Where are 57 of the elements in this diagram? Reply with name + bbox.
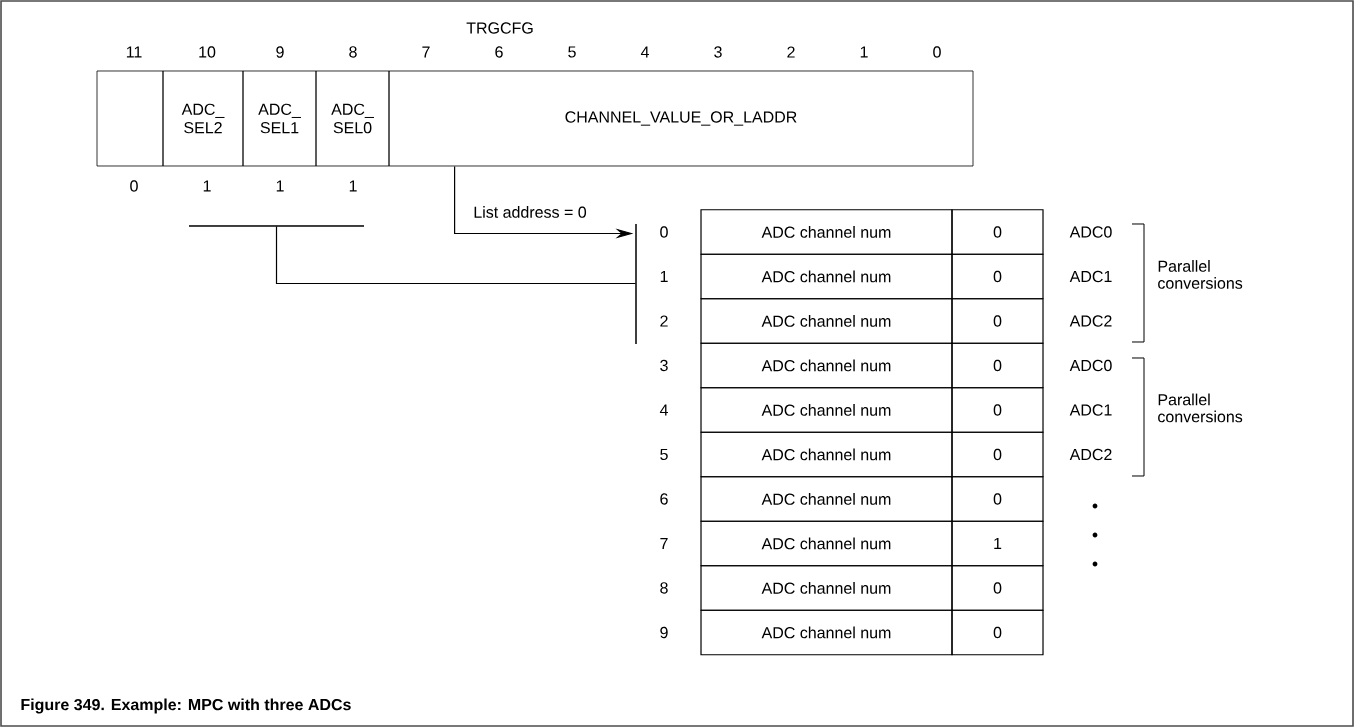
row-index: 8 [660, 582, 668, 594]
register-field: ADC_ SEL0 [315, 70, 390, 167]
table-cell: ADC channel num [700, 565, 953, 611]
bit-number: 11 [126, 46, 142, 58]
table-cell: 0 [951, 298, 1044, 344]
bit-value: 0 [130, 180, 138, 192]
table-cell: 0 [951, 342, 1044, 389]
connector [275, 225, 637, 285]
group-label: Parallel conversions [1158, 260, 1243, 289]
edge-label: List address = 0 [474, 206, 587, 218]
table-cell: 0 [951, 476, 1044, 522]
table-cell: ADC channel num [700, 209, 953, 255]
bit-value: 1 [349, 180, 357, 192]
table-cell: ADC channel num [700, 431, 953, 478]
table-cell: 1 [951, 520, 1044, 567]
table-cell: ADC channel num [700, 609, 953, 656]
row-index: 7 [660, 538, 668, 549]
table-cell: 0 [951, 253, 1044, 300]
table-cell: 0 [951, 431, 1044, 478]
bit-value: 1 [276, 180, 284, 192]
title-label: TRGCFG [466, 22, 533, 34]
caption: Figure 349. Example: MPC with three ADCs [21, 698, 351, 714]
adc-name: ADC0 [1069, 359, 1112, 372]
group-label: Parallel conversions [1158, 393, 1243, 423]
table-cell: ADC channel num [700, 298, 953, 344]
table-cell: ADC channel num [700, 476, 953, 522]
adc-name: ADC1 [1069, 404, 1112, 416]
register-field: ADC_ SEL2 [162, 70, 244, 167]
register-field [96, 70, 164, 167]
adc-name: ADC2 [1069, 448, 1112, 461]
bit-number: 10 [199, 46, 216, 58]
table-cell: 0 [951, 209, 1044, 255]
register-field: ADC_ SEL1 [242, 70, 317, 167]
table-cell: ADC channel num [700, 342, 953, 389]
table-cell: ADC channel num [700, 387, 953, 433]
bit-number: 7 [422, 46, 430, 58]
table-cell: 0 [951, 387, 1044, 433]
row-index: 6 [660, 493, 668, 505]
bit-number: 8 [349, 46, 357, 58]
row-index: 3 [660, 359, 668, 372]
adc-name: ADC0 [1069, 226, 1112, 238]
table-cell: 0 [951, 609, 1044, 656]
row-index: 4 [659, 404, 668, 416]
row-index: 9 [660, 626, 668, 639]
row-index: 0 [660, 226, 668, 238]
register-field: CHANNEL_VALUE_OR_LADDR [388, 70, 974, 167]
row-index: 2 [660, 315, 668, 327]
row-index: 1 [660, 271, 668, 282]
bit-number: 9 [276, 46, 284, 58]
selector-line [188, 225, 365, 227]
adc-name: ADC1 [1069, 270, 1112, 283]
table-cell: ADC channel num [700, 253, 953, 300]
table-cell: 0 [951, 565, 1044, 611]
table-cell: ADC channel num [700, 520, 953, 567]
adc-name: ADC2 [1069, 315, 1112, 327]
bit-value: 1 [203, 180, 211, 192]
row-index: 5 [660, 448, 668, 461]
